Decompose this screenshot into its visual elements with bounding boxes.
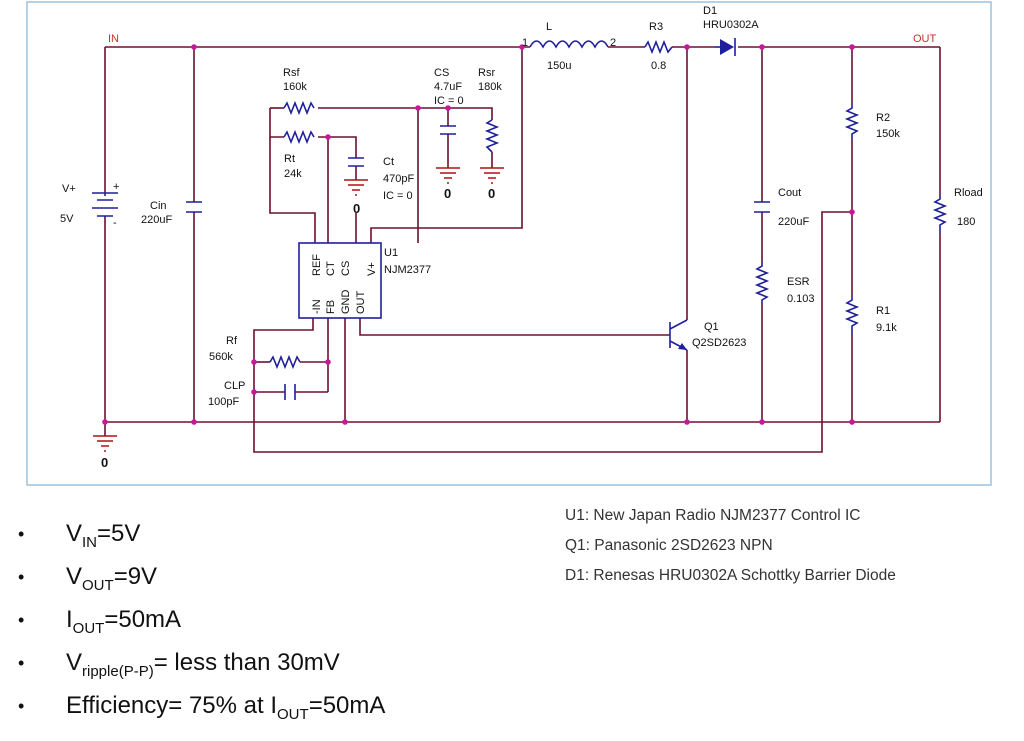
u1-pin-gnd: GND (340, 290, 352, 315)
bullet-icon: • (18, 610, 25, 631)
vsrc-name: V+ (62, 183, 76, 195)
junction-dots (102, 44, 855, 425)
net-label-out: OUT (913, 33, 937, 45)
ct-value: 470pF (383, 173, 414, 185)
svg-text:-: - (113, 217, 117, 229)
rf-value: 560k (209, 351, 233, 363)
u1-pin-cs: CS (340, 261, 352, 276)
resistor-rload (932, 195, 948, 233)
u1-pin-ref: REF (311, 254, 323, 276)
rsf-name: Rsf (283, 67, 300, 79)
q1-name: Q1 (704, 321, 719, 333)
u1-pin-ct: CT (325, 261, 337, 276)
bullet-icon: • (18, 696, 25, 717)
bullet-icon: • (18, 524, 25, 545)
r1-value: 9.1k (876, 322, 897, 334)
cs-value: 4.7uF (434, 81, 462, 93)
ground-label-main: 0 (101, 455, 108, 470)
resistor-esr (754, 262, 770, 304)
ground-label-rsr: 0 (488, 186, 495, 201)
q1-value: Q2SD2623 (692, 337, 746, 349)
ic-u1 (298, 242, 382, 319)
rt-name: Rt (284, 153, 295, 165)
schematic-frame (26, 1, 992, 486)
l-value: 150u (547, 60, 571, 72)
cin-value: 220uF (141, 214, 172, 226)
capacitor-clp (284, 384, 296, 400)
svg-text:+: + (113, 181, 119, 193)
cs-ic: IC = 0 (434, 95, 464, 107)
r2-value: 150k (876, 128, 900, 140)
voltage-source-vplus: + - (92, 181, 119, 229)
resistor-r1 (844, 296, 860, 334)
u1-value: NJM2377 (384, 264, 431, 276)
cin-name: Cin (150, 200, 167, 212)
u1-pin-fb: FB (325, 300, 337, 314)
wires (104, 46, 941, 453)
vsrc-value: 5V (60, 213, 74, 225)
spec-vout: •VOUT=9V (18, 563, 158, 594)
ct-ic: IC = 0 (383, 190, 413, 202)
u1-pin-in-minus: -IN (311, 299, 323, 314)
ground-symbols (93, 167, 504, 452)
rt-value: 24k (284, 168, 302, 180)
cs-name: CS (434, 67, 449, 79)
spec-iout: •IOUT=50mA (18, 606, 182, 637)
bullet-icon: • (18, 653, 25, 674)
l-pin2: 2 (610, 37, 616, 49)
cout-name: Cout (778, 187, 801, 199)
resistor-r3 (644, 39, 673, 55)
circuit-schematic: + - (26, 1, 992, 486)
capacitor-cin (186, 201, 202, 213)
spec-vin: •VIN=5V (18, 520, 141, 551)
resistor-rsr (484, 119, 500, 153)
r2-name: R2 (876, 112, 890, 124)
u1-pin-vplus: V+ (366, 262, 378, 276)
ct-name: Ct (383, 156, 394, 168)
rf-name: Rf (226, 335, 238, 347)
u1-name: U1 (384, 247, 398, 259)
cout-value: 220uF (778, 216, 809, 228)
r3-name: R3 (649, 21, 663, 33)
inductor-l (529, 40, 609, 49)
part-u1: U1: New Japan Radio NJM2377 Control IC (565, 507, 861, 524)
bullet-icon: • (18, 567, 25, 588)
spec-efficiency: •Efficiency= 75% at IOUT=50mA (18, 692, 386, 723)
u1-pin-out: OUT (355, 291, 367, 315)
resistor-rt (283, 129, 315, 145)
transistor-q1 (669, 319, 688, 351)
clp-value: 100pF (208, 396, 239, 408)
rsf-value: 160k (283, 81, 307, 93)
d1-name: D1 (703, 5, 717, 17)
capacitor-ct (348, 157, 364, 167)
rsr-value: 180k (478, 81, 502, 93)
resistor-rsf (283, 100, 315, 116)
r3-value: 0.8 (651, 60, 666, 72)
rsr-name: Rsr (478, 67, 495, 79)
l-name: L (546, 21, 552, 33)
resistor-r2 (844, 104, 860, 140)
resistor-rf (269, 354, 301, 370)
capacitor-cs (440, 125, 456, 135)
part-d1: D1: Renesas HRU0302A Schottky Barrier Di… (565, 567, 896, 584)
capacitor-cout (754, 201, 770, 213)
rload-name: Rload (954, 187, 983, 199)
l-pin1: 1 (522, 37, 528, 49)
esr-value: 0.103 (787, 293, 815, 305)
part-q1: Q1: Panasonic 2SD2623 NPN (565, 537, 773, 554)
r1-name: R1 (876, 305, 890, 317)
d1-value: HRU0302A (703, 19, 759, 31)
rload-value: 180 (957, 216, 975, 228)
net-label-in: IN (108, 33, 119, 45)
diode-d1 (715, 38, 736, 56)
clp-name: CLP (224, 380, 245, 392)
ground-label-cs: 0 (444, 186, 451, 201)
ground-label-ct: 0 (353, 201, 360, 216)
spec-vripple: •Vripple(P-P)= less than 30mV (18, 649, 340, 680)
esr-name: ESR (787, 276, 810, 288)
